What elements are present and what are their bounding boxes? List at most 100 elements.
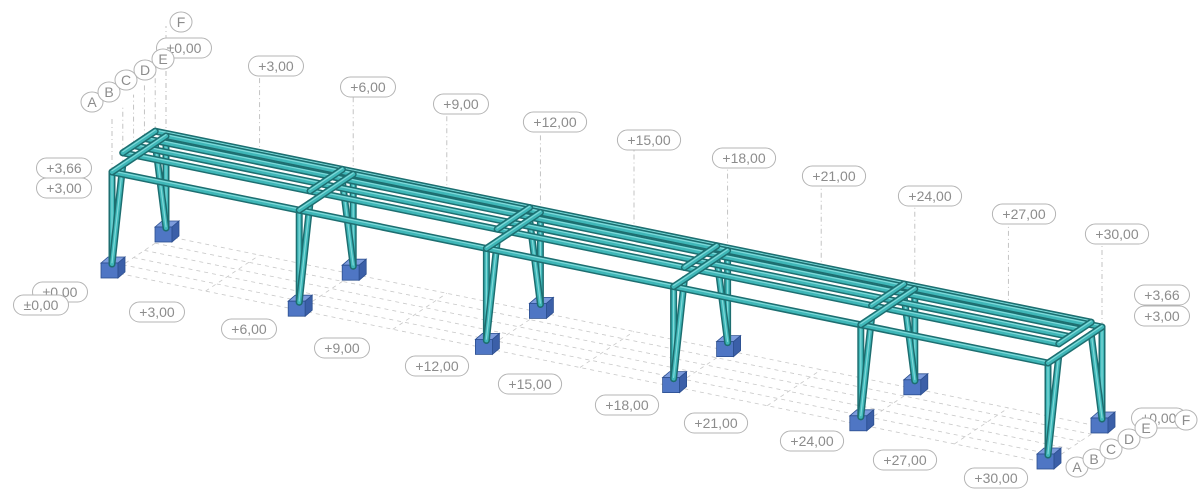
svg-text:A: A [1072,459,1082,475]
station-label-top: +3,00 [248,55,304,77]
station-label-bottom: +6,00 [221,318,277,340]
station-label-top: +27,00 [991,203,1057,225]
axis-letter-right: A [1065,456,1089,478]
footing-side [171,220,180,243]
grid-line-cross [579,331,635,368]
level-guides [111,26,1103,327]
svg-text:+3,66: +3,66 [46,160,82,176]
cross-beam [484,210,543,251]
station-label-bottom: +9,00 [314,337,370,359]
svg-text:+30,00: +30,00 [1095,226,1138,242]
svg-text:+3,66: +3,66 [1144,287,1180,303]
station-label-top: +9,00 [433,93,489,115]
svg-text:+6,00: +6,00 [231,321,267,337]
station-label-top: +24,00 [897,185,963,207]
longitudinal-beam-highlight [143,136,1082,329]
axis-letter-left: B [97,81,121,103]
longitudinal-beam-highlight [122,151,1060,344]
svg-text:B: B [1089,451,1098,467]
svg-text:B: B [104,84,113,100]
cross-beam-upper [308,167,345,193]
cross-beam-upper-highlight [1058,320,1092,344]
svg-text:+3,00: +3,00 [258,58,294,74]
dimension-labels: +3,00 +6,00 +9,00 +12,00 +15,00 +18,00 +21,00 +… [13,11,1198,489]
elevation-label-left: +3,00 [36,177,92,199]
svg-text:±0,00: ±0,00 [167,40,202,56]
footing-side [1053,447,1062,470]
svg-text:+9,00: +9,00 [443,96,479,112]
longitudinal-beam-highlight [111,170,1049,363]
cross-beam [110,134,168,174]
axis-letter-left: F [169,11,193,33]
cross-beam [297,172,356,213]
svg-text:+21,00: +21,00 [694,415,737,431]
elevation-label-left: +3,66 [36,157,92,179]
station-label-bottom: +27,00 [872,449,938,471]
elevation-label-left-ground: ±0,00 [13,294,69,316]
svg-text:+27,00: +27,00 [1002,206,1045,222]
svg-text:+15,00: +15,00 [508,376,551,392]
cross-beam-upper-highlight [683,244,718,267]
footing-side [117,256,126,279]
cross-beam-upper [869,282,906,308]
station-label-bottom: +30,00 [963,467,1029,489]
cross-beam-highlight [860,287,916,325]
svg-text:+3,00: +3,00 [46,180,82,196]
cross-beam-highlight [672,248,729,286]
cross-beam-upper-highlight [870,282,905,305]
steel-frame [108,127,1106,459]
grid-line-cross [392,292,448,330]
axis-letter-right: D [1117,428,1141,450]
longitudinal-beam [120,150,1061,346]
column-leg-inclined-highlight [1090,332,1103,419]
cross-beam-upper-highlight [122,129,156,153]
cross-beam-highlight [485,210,542,248]
svg-text:+24,00: +24,00 [790,433,833,449]
cross-beam-upper-highlight [309,167,343,191]
footing-side [358,258,367,282]
axis-letter-right: E [1134,417,1158,439]
footing-side [546,296,554,320]
cross-beam-upper [495,205,532,232]
longitudinal-beam [164,134,1104,329]
svg-text:+21,00: +21,00 [812,168,855,184]
station-label-top: +18,00 [711,147,777,169]
footing-side [304,294,313,318]
column-leg-inclined-highlight [298,201,311,302]
svg-text:+15,00: +15,00 [627,132,670,148]
svg-text:+27,00: +27,00 [883,452,926,468]
svg-text:+9,00: +9,00 [324,340,360,356]
longitudinal-beam-highlight [133,143,1071,336]
cross-beam [671,248,730,289]
axis-letter-left: D [133,59,157,81]
station-label-bottom: +15,00 [497,373,563,395]
column-leg-inclined-highlight [672,277,686,378]
svg-text:±0,00: ±0,00 [24,297,59,313]
svg-text:D: D [140,62,150,78]
cross-beam-upper [1056,320,1094,346]
footing-side [733,334,741,358]
svg-text:+30,00: +30,00 [974,470,1017,486]
svg-text:+12,00: +12,00 [533,114,576,130]
grid-line-cross [766,369,822,407]
station-label-top: +15,00 [616,129,682,151]
elevation-label-right: +3,00 [1134,305,1190,327]
svg-text:+24,00: +24,00 [908,188,951,204]
longitudinal-beam-highlight [154,129,1092,322]
svg-text:+18,00: +18,00 [722,150,765,166]
svg-text:E: E [1141,420,1150,436]
svg-text:A: A [87,94,97,110]
cross-beam-highlight [111,134,167,172]
station-label-bottom: +24,00 [779,430,845,452]
footing-side [866,408,875,432]
svg-text:+3,00: +3,00 [1144,308,1180,324]
longitudinal-beam [142,136,1083,332]
grid-line-cross [205,254,260,292]
svg-text:C: C [1106,441,1116,457]
svg-text:E: E [158,51,167,67]
footing-side [491,332,500,356]
station-label-bottom: +21,00 [683,412,749,434]
station-label-bottom: +18,00 [594,394,660,416]
